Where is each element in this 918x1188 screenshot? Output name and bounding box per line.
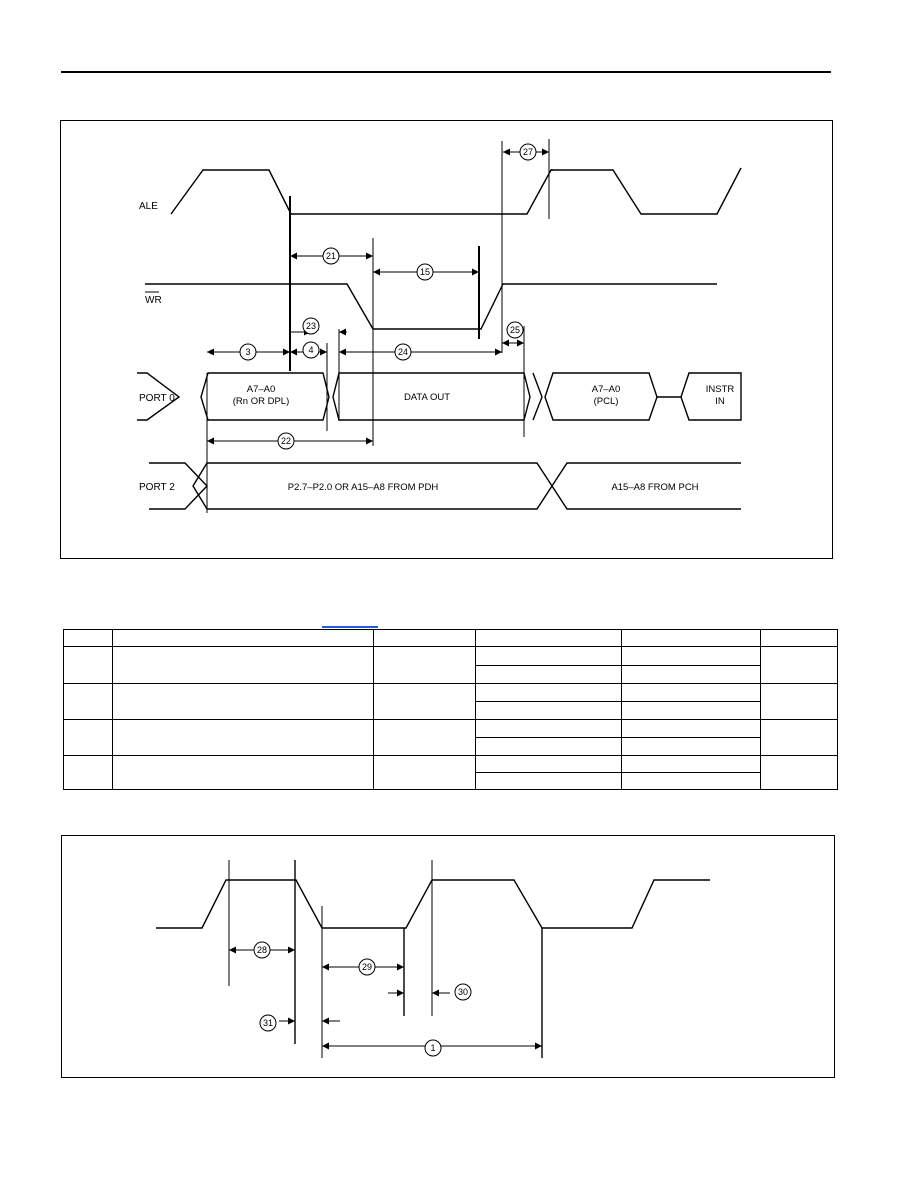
table-row [63, 755, 838, 790]
clock-waveform [156, 879, 710, 929]
port2-first-field: P2.7–P2.0 OR A15–A8 FROM PDH [288, 482, 439, 493]
port0-pcl-segment [544, 372, 658, 421]
label-port2: PORT 2 [139, 482, 175, 493]
ref-31: 31 [263, 1018, 273, 1028]
ref-24: 24 [398, 347, 408, 357]
spec-table [63, 629, 838, 793]
label-ale: ALE [139, 201, 158, 212]
port0-addr-line1: A7–A0 [247, 384, 276, 395]
port0-instr-line1: INSTR [706, 384, 735, 395]
ref-30: 30 [458, 987, 468, 997]
port0-pcl-line1: A7–A0 [592, 384, 621, 395]
wr-waveform [145, 283, 717, 330]
port2-second-field: A15–A8 FROM PCH [611, 482, 698, 493]
write-cycle-svg: 27 21 15 23 25 3 4 24 22 ALE WR PORT 0 P… [137, 139, 742, 513]
write-cycle-timing-diagram: 27 21 15 23 25 3 4 24 22 ALE WR PORT 0 P… [60, 120, 833, 559]
port2-second-segment [551, 462, 741, 510]
label-port0: PORT 0 [139, 393, 175, 404]
ref-21: 21 [326, 251, 336, 261]
clock-waveform-svg: 28 29 30 31 1 [156, 860, 710, 1058]
ref-23: 23 [306, 321, 316, 331]
port0-bus-intro [137, 372, 181, 421]
ref-28: 28 [257, 945, 267, 955]
ale-waveform-2 [551, 167, 742, 215]
ale-waveform [170, 169, 553, 215]
port0-addr-segment [200, 372, 330, 421]
link-underline[interactable] [322, 626, 378, 628]
port0-data-out: DATA OUT [404, 392, 450, 403]
port0-addr-line2: (Rn OR DPL) [233, 396, 289, 407]
clock-waveform-diagram: 28 29 30 31 1 [61, 835, 835, 1078]
ref-22: 22 [281, 436, 291, 446]
header-rule [61, 71, 831, 73]
port2-first-segment [192, 462, 553, 510]
ref-29: 29 [362, 962, 372, 972]
port0-cross-1 [532, 372, 543, 421]
port0-instr-segment [680, 372, 742, 421]
ref-1: 1 [430, 1043, 435, 1053]
table-row [63, 683, 838, 720]
ref-15: 15 [420, 267, 430, 277]
ref-25: 25 [510, 325, 520, 335]
ref-27: 27 [523, 147, 533, 157]
ref-3: 3 [245, 347, 250, 357]
table-header-row [63, 629, 838, 647]
ref-4: 4 [308, 345, 313, 355]
table-row [63, 719, 838, 756]
label-wr: WR [145, 295, 162, 306]
port0-pcl-line2: (PCL) [594, 396, 619, 407]
port0-instr-line2: IN [715, 396, 725, 407]
table-row [63, 646, 838, 684]
